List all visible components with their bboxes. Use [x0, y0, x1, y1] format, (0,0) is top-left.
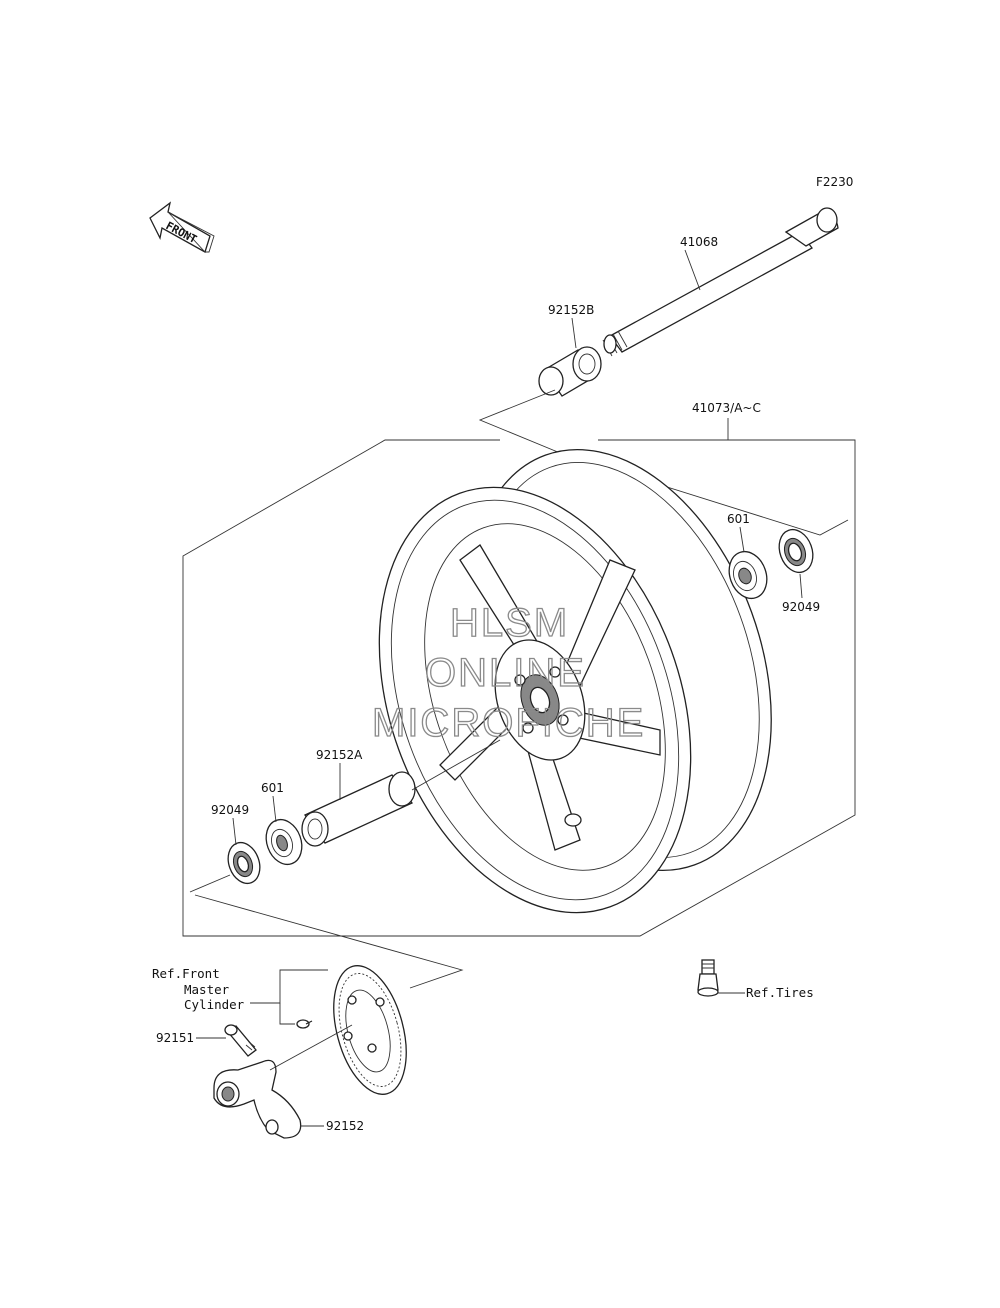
bracket-label: 92152: [326, 1119, 364, 1133]
valve-stem-part: [697, 959, 719, 997]
wheel-part: [378, 448, 772, 914]
watermark: HLSM ONLINE MICROFICHE: [371, 600, 645, 745]
seal-right-label: 92049: [782, 600, 820, 614]
leader-bearing-left: [272, 795, 277, 823]
bearing-right-part: [728, 550, 768, 600]
wheel-assy-label: 41073/A~C: [692, 401, 761, 415]
collar-a-label: 92152A: [316, 748, 363, 762]
rotor-screw-part: [296, 1019, 313, 1029]
ref-tires-label: Ref.Tires: [746, 985, 814, 1000]
leader-bearing-right: [739, 526, 745, 553]
seal-left-part: [227, 841, 261, 885]
bracket-part: [213, 1024, 353, 1139]
watermark-line-2: ONLINE: [425, 651, 586, 695]
ref-master-line-1: Ref.Front: [152, 966, 220, 981]
leader-ref-master: [250, 969, 328, 1004]
leader-ref-master-2: [279, 1003, 295, 1025]
collar-b-part: [538, 346, 602, 397]
axle-label: 41068: [680, 235, 718, 249]
collar-a-part: [301, 771, 416, 847]
bolt-label: 92151: [156, 1031, 194, 1045]
seal-left-label: 92049: [211, 803, 249, 817]
bolt-part: [224, 1024, 257, 1057]
watermark-line-3: MICROFICHE: [372, 701, 645, 745]
leader-collar-a-2: [411, 739, 501, 791]
leader-seal-left: [232, 817, 237, 846]
watermark-line-1: HLSM: [450, 601, 569, 645]
seal-right-part: [778, 528, 814, 574]
leader-collar-b: [571, 317, 577, 349]
bearing-right-label: 601: [727, 512, 750, 526]
diagram-code: F2230: [816, 175, 853, 189]
bearing-left-label: 601: [261, 781, 284, 795]
leader-seal-right: [799, 573, 803, 599]
leader-axle: [684, 249, 701, 291]
ref-master-line-2: Master: [184, 982, 230, 997]
front-arrow-icon: FRONT: [149, 201, 215, 253]
collar-b-label: 92152B: [548, 303, 594, 317]
axle-part: [602, 207, 839, 357]
ref-master-line-3: Cylinder: [184, 997, 245, 1012]
abs-rotor-part: [333, 965, 407, 1095]
bearing-left-part: [265, 818, 303, 866]
